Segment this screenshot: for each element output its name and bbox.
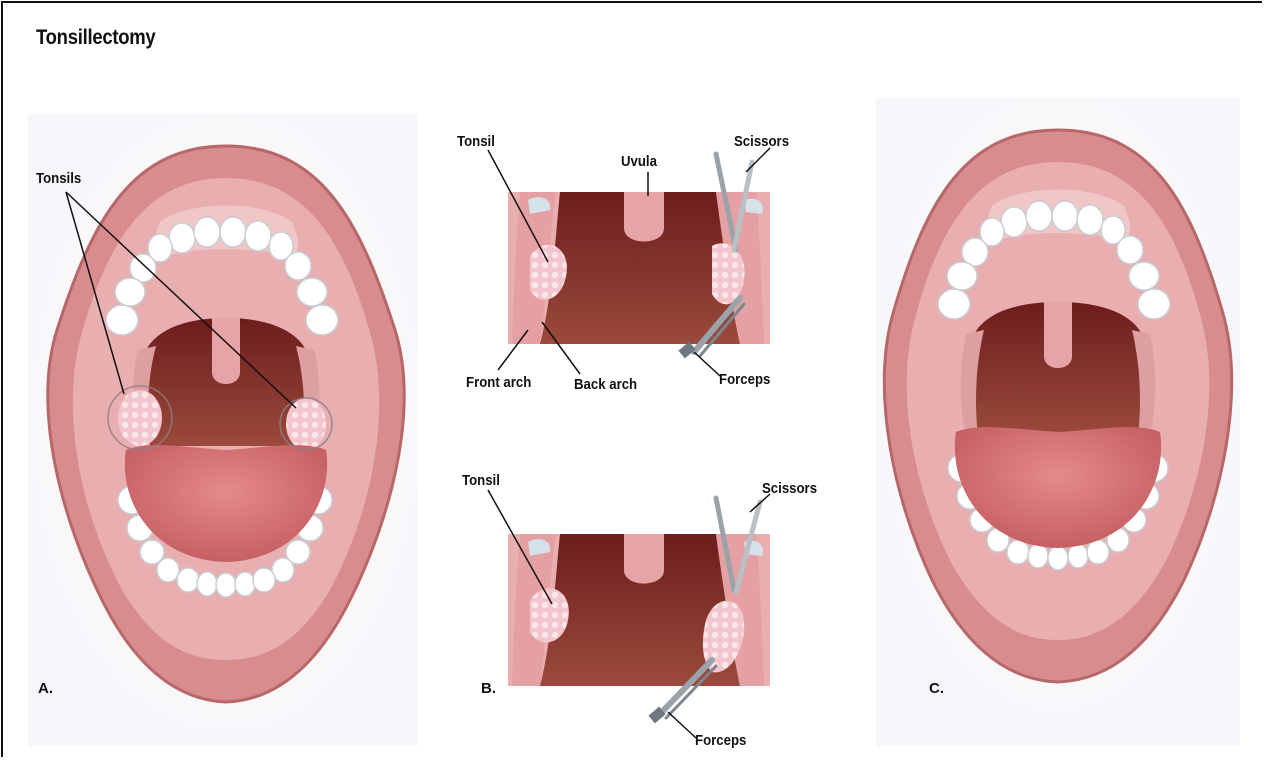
label-forceps-bottom: Forceps bbox=[695, 732, 746, 749]
label-scissors-top: Scissors bbox=[734, 133, 789, 150]
label-tonsils: Tonsils bbox=[36, 170, 81, 187]
label-back-arch: Back arch bbox=[574, 376, 637, 393]
label-uvula: Uvula bbox=[621, 153, 657, 170]
label-scissors-bottom: Scissors bbox=[762, 480, 817, 497]
panel-b-letter: B. bbox=[481, 680, 496, 697]
label-forceps-top: Forceps bbox=[719, 371, 770, 388]
panel-a-letter: A. bbox=[38, 680, 53, 697]
panel-a-mouth bbox=[26, 100, 426, 746]
label-front-arch: Front arch bbox=[466, 374, 531, 391]
label-tonsil-bottom: Tonsil bbox=[462, 472, 500, 489]
panel-b-top-closeup bbox=[488, 148, 770, 376]
panel-b-bottom-closeup bbox=[488, 490, 770, 738]
panel-c-mouth bbox=[876, 80, 1240, 746]
panel-c-letter: C. bbox=[929, 680, 944, 697]
label-tonsil-top: Tonsil bbox=[457, 133, 495, 150]
